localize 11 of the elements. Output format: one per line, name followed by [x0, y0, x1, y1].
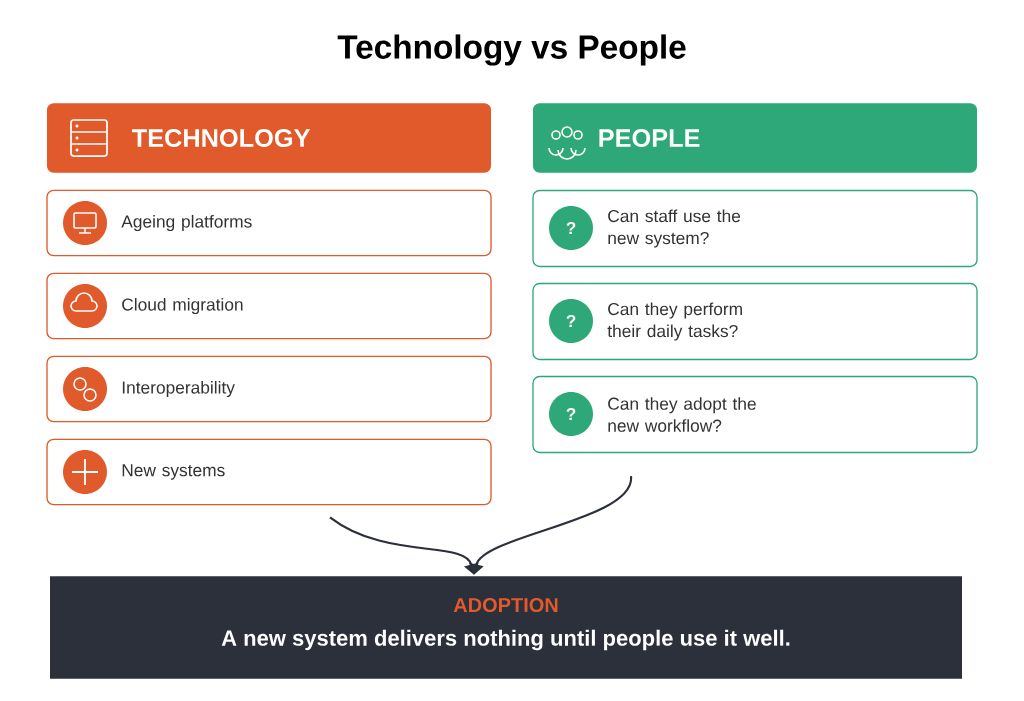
column-header: PEOPLE [533, 103, 977, 173]
list-box: Ageing platforms [46, 189, 492, 257]
list-box: Interoperability [46, 355, 492, 423]
list-box: Can they perform their daily tasks? ? [532, 282, 978, 361]
column-header: TECHNOLOGY [47, 103, 491, 173]
list-box: Can staff use the new system? ? [532, 189, 978, 268]
list-box: New systems [46, 438, 492, 506]
title: Technology vs People [337, 34, 686, 66]
list-box: Can they adopt the new workflow? ? [532, 375, 978, 454]
summary-banner: ADOPTION A new system delivers nothing until people use it well. [50, 576, 962, 679]
list-box: Cloud migration [46, 272, 492, 340]
